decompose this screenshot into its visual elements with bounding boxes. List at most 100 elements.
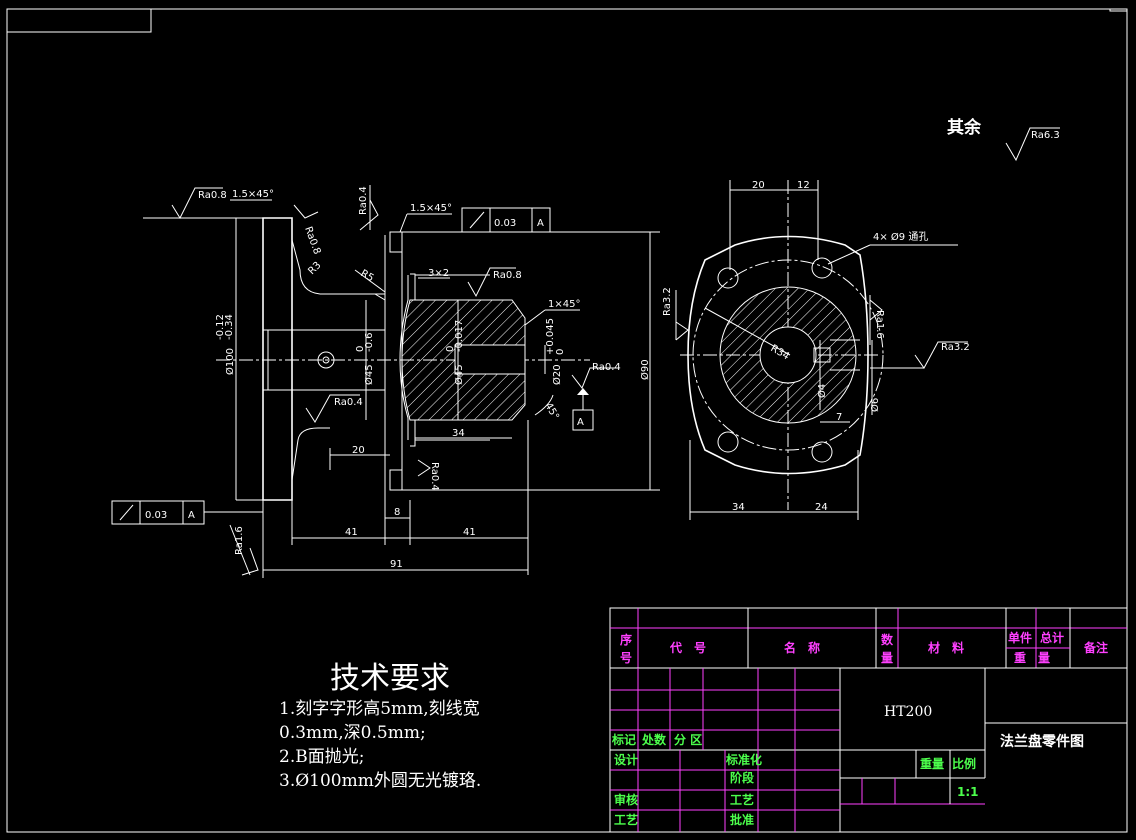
sheet-corner-box [6, 8, 152, 33]
sheet-corner-mark [1109, 8, 1128, 12]
side-holes-label: 4× Ø9 通孔 [873, 231, 928, 243]
svg-text:标记: 标记 [611, 732, 636, 747]
tech-line-4: 3.Ø100mm外圆无光镀珞. [279, 771, 481, 791]
side-len7: 7 [836, 412, 842, 423]
svg-text:分 区: 分 区 [674, 732, 702, 747]
svg-text:Ra0.8: Ra0.8 [302, 225, 322, 256]
dim-len20: 20 [352, 445, 365, 456]
side-dim-w12: 12 [797, 180, 810, 191]
roughness-symbol-10: Ra3.2 [870, 341, 970, 369]
sheet-border [6, 8, 1128, 833]
svg-text:设计: 设计 [614, 752, 638, 767]
side-d6: Ø6 [869, 398, 881, 412]
svg-text:备注: 备注 [1083, 640, 1108, 655]
svg-text:Ra0.4: Ra0.4 [592, 362, 621, 373]
svg-text:0.03: 0.03 [145, 510, 167, 521]
side-dim-w24: 24 [815, 502, 828, 513]
dim-d45a-tol-up: 0 [355, 346, 366, 352]
angle-45: 45° [542, 401, 560, 422]
tolerance-frame-left: 0.03 A [111, 500, 263, 525]
svg-text:号: 号 [620, 650, 632, 665]
svg-text:总计: 总计 [1040, 630, 1064, 645]
dim-d20-tol-up: +0.045 [545, 318, 556, 355]
radius-r3: R3 [306, 260, 323, 277]
groove-label: 3×2 [428, 268, 449, 279]
bolt-hole-4 [811, 441, 833, 463]
flange-body [262, 217, 293, 501]
pin-hole [317, 351, 335, 369]
tech-line-3: 2.B面抛光; [279, 747, 364, 767]
material-value: HT200 [884, 704, 932, 720]
tech-title: 技术要求 [330, 661, 450, 696]
side-dim-w20: 20 [752, 180, 765, 191]
svg-text:序: 序 [620, 632, 632, 647]
bolt-circle [692, 259, 884, 451]
roughness-symbol-5: Ra0.4 [305, 394, 363, 423]
svg-text:重 量: 重 量 [1014, 650, 1050, 665]
bolt-hole-2 [811, 257, 833, 279]
svg-text:Ra0.4: Ra0.4 [334, 397, 363, 408]
svg-text:工艺: 工艺 [614, 812, 638, 827]
svg-text:材 料: 材 料 [927, 640, 964, 655]
radius-r5: R5 [359, 268, 376, 284]
svg-text:工艺: 工艺 [730, 792, 754, 807]
dim-d45a: Ø45 [363, 364, 375, 385]
svg-text:代 号: 代 号 [669, 640, 706, 655]
tech-requirements: 技术要求 1.刻字字形高5mm,刻线宽 0.3mm,深0.5mm; 2.B面抛光… [279, 661, 481, 791]
side-d4: Ø4 [816, 384, 828, 398]
scale-value: 1:1 [957, 785, 979, 799]
dim-d45b-tol-low: -0.017 [454, 320, 465, 352]
roughness-symbol-4: Ra0.8 [467, 267, 522, 298]
front-view: Ø90 Ø100 -0.12 -0.34 Ø45 0 -0.6 Ø45 0 -0… [111, 185, 660, 578]
roughness-symbol-8: Ra0.4 [571, 362, 621, 390]
svg-text:阶段: 阶段 [730, 770, 755, 785]
dim-d100: Ø100 [224, 348, 236, 375]
dim-d45b-tol-up: 0 [445, 346, 456, 352]
dim-len91: 91 [390, 559, 403, 570]
roughness-symbol-3: Ra0.8 [293, 204, 322, 256]
svg-text:Ra0.8: Ra0.8 [198, 190, 227, 201]
svg-text:重量: 重量 [920, 756, 944, 771]
dim-d20-tol-low: 0 [555, 349, 566, 355]
title-block: 序 号 代 号 名 称 数 量 材 料 单件 总计 重 量 备注 [609, 607, 1128, 833]
roughness-symbol-9: Ra3.2 [662, 287, 689, 341]
datum-a: A [572, 388, 594, 431]
roughness-symbol-7: Ra1.6 [229, 524, 259, 576]
svg-text:A: A [577, 417, 584, 428]
svg-text:Ra3.2: Ra3.2 [662, 287, 673, 316]
svg-text:比例: 比例 [952, 756, 976, 771]
dim-d20: Ø20 [551, 364, 563, 385]
svg-text:Ra3.2: Ra3.2 [941, 342, 970, 353]
dim-d90: Ø90 [639, 359, 651, 380]
svg-text:Ra0.4: Ra0.4 [358, 186, 369, 215]
svg-text:批准: 批准 [730, 812, 754, 827]
roughness-other: 其余 Ra6.3 [947, 117, 1060, 162]
svg-text:名 称: 名 称 [784, 640, 820, 655]
dim-d45b: Ø45 [453, 364, 465, 385]
bolt-hole-1 [717, 267, 739, 289]
roughness-other-value: Ra6.3 [1031, 130, 1060, 141]
side-view: 20 12 4× Ø9 通孔 R34 Ø4 Ø6 7 34 24 Ra3.2 R… [662, 180, 970, 520]
chamfer-label-2: 1.5×45° [410, 203, 452, 214]
flange-outline [687, 235, 869, 475]
svg-text:量: 量 [881, 651, 893, 665]
dim-d100-tol-low: -0.34 [224, 314, 235, 340]
roughness-symbol-2: Ra0.4 [358, 185, 379, 231]
svg-text:单件: 单件 [1008, 630, 1032, 645]
svg-text:A: A [188, 510, 195, 521]
roughness-other-label: 其余 [947, 117, 982, 138]
tolerance-frame-top: 0.03 A [461, 207, 551, 233]
svg-text:数: 数 [881, 632, 894, 647]
tech-line-1: 1.刻字字形高5mm,刻线宽 [279, 699, 480, 719]
dim-len41b: 41 [463, 527, 476, 538]
roughness-symbol-1: Ra0.8 [143, 187, 263, 220]
svg-text:处数: 处数 [641, 732, 667, 747]
svg-text:审核: 审核 [614, 792, 638, 807]
svg-text:Ra0.4: Ra0.4 [429, 462, 440, 491]
roughness-symbol-6: Ra0.4 [417, 459, 440, 491]
dim-d45a-tol-low: -0.6 [364, 332, 375, 352]
svg-text:标准化: 标准化 [725, 752, 762, 767]
drawing-title: 法兰盘零件图 [1000, 733, 1084, 750]
dim-len41a: 41 [345, 527, 358, 538]
